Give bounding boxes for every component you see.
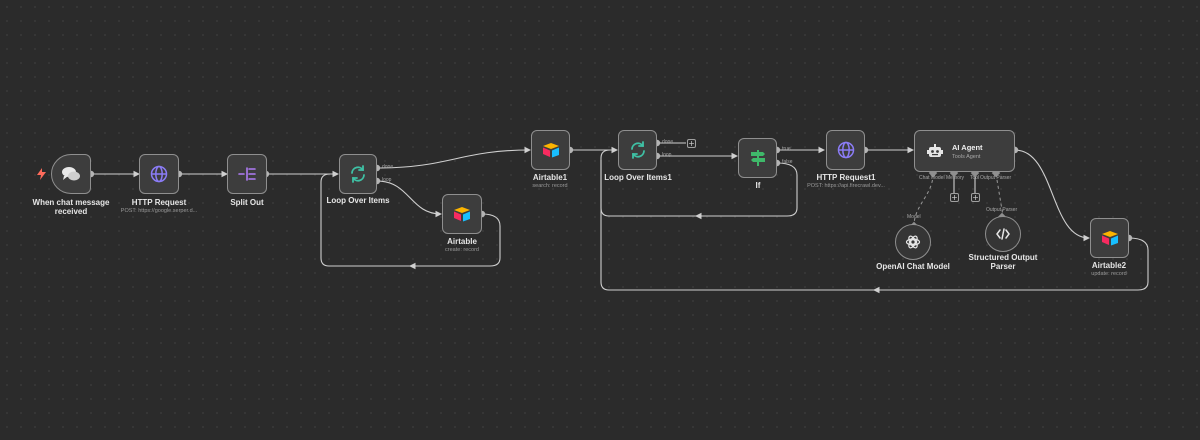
airtable2-title: Airtable2 bbox=[1091, 261, 1127, 270]
split-out-icon bbox=[238, 167, 256, 181]
loop-over-items-title: Loop Over Items bbox=[326, 196, 390, 205]
globe-icon bbox=[837, 141, 854, 159]
loop1-loop-port-label: loop bbox=[662, 152, 672, 158]
ai-agent-title: AI Agent bbox=[952, 142, 983, 152]
agent-tool-port-label: Tool bbox=[970, 175, 980, 181]
http-request-title: HTTP Request bbox=[131, 198, 187, 207]
loop-over-items1-node[interactable] bbox=[618, 130, 657, 170]
structured-output-parser-title-line2: Parser bbox=[990, 262, 1016, 271]
loop-done-port-label: done bbox=[382, 164, 394, 170]
chat-trigger-node[interactable] bbox=[51, 154, 91, 194]
signpost-icon bbox=[750, 150, 765, 166]
airtable-subtitle: create: record bbox=[445, 247, 479, 253]
openai-chat-model-title: OpenAI Chat Model bbox=[876, 262, 950, 271]
structured-output-parser-node[interactable] bbox=[985, 216, 1021, 252]
refresh-loop-icon bbox=[630, 141, 645, 159]
refresh-loop-icon bbox=[351, 165, 365, 183]
http-request1-title: HTTP Request1 bbox=[816, 173, 876, 182]
parser-output-port-label: Output Parser bbox=[986, 207, 1018, 213]
if-false-port-label: false bbox=[782, 159, 793, 165]
loop-over-items-node[interactable] bbox=[339, 154, 377, 194]
airtable2-node[interactable] bbox=[1090, 218, 1129, 258]
add-memory-button[interactable]: + bbox=[950, 193, 959, 202]
chat-bubbles-icon bbox=[62, 167, 80, 181]
airtable1-title: Airtable1 bbox=[532, 173, 568, 182]
chat-trigger-title-line2: received bbox=[54, 207, 88, 216]
loop-loop-port-label: loop bbox=[382, 177, 392, 183]
globe-icon bbox=[150, 165, 168, 183]
ai-agent-node[interactable]: AI Agent Tools Agent bbox=[914, 130, 1015, 172]
airtable2-subtitle: update: record bbox=[1091, 271, 1127, 277]
airtable-title: Airtable bbox=[447, 237, 477, 246]
http-request1-node[interactable] bbox=[826, 130, 865, 170]
robot-icon bbox=[927, 144, 943, 157]
add-tool-button[interactable]: + bbox=[971, 193, 980, 202]
if-title: If bbox=[755, 181, 761, 190]
http-request-subtitle: POST: https://google.serper.d... bbox=[120, 208, 198, 214]
agent-output-parser-port-label: Output Parser bbox=[980, 175, 1012, 181]
loop1-done-port-label: done bbox=[662, 139, 674, 145]
split-out-title: Split Out bbox=[230, 198, 264, 207]
openai-model-port-label: Model bbox=[907, 214, 921, 220]
edge-airtable2-return bbox=[600, 160, 1149, 291]
airtable-icon bbox=[1101, 231, 1118, 246]
edge-parser-agent bbox=[995, 173, 1004, 217]
if-true-port-label: true bbox=[782, 146, 791, 152]
http-request1-subtitle: POST: https://api.firecrawl.dev... bbox=[807, 183, 885, 189]
openai-icon bbox=[905, 235, 921, 249]
lightning-icon bbox=[37, 168, 46, 180]
ai-agent-subtitle: Tools Agent bbox=[952, 153, 981, 160]
http-request-node[interactable] bbox=[139, 154, 179, 194]
airtable1-subtitle: search: record bbox=[532, 183, 568, 189]
loop-over-items1-title: Loop Over Items1 bbox=[604, 173, 672, 182]
edge-loop-done-airtable1 bbox=[376, 146, 532, 169]
edge-agent-airtable2 bbox=[1014, 149, 1091, 242]
airtable-node[interactable] bbox=[442, 194, 482, 234]
airtable-icon bbox=[454, 207, 470, 222]
split-out-node[interactable] bbox=[227, 154, 267, 194]
if-node[interactable] bbox=[738, 138, 777, 178]
agent-memory-port-label: Memory bbox=[946, 175, 965, 181]
airtable1-node[interactable] bbox=[531, 130, 570, 170]
code-brackets-icon bbox=[996, 228, 1010, 240]
structured-output-parser-title-line1: Structured Output bbox=[968, 253, 1038, 262]
airtable-icon bbox=[542, 143, 559, 158]
edge-loop-loop-airtable bbox=[376, 180, 443, 218]
chat-trigger-title-line1: When chat message bbox=[32, 198, 110, 207]
add-node-button[interactable]: + bbox=[687, 139, 696, 148]
agent-chat-model-port-label: Chat Model bbox=[919, 175, 945, 181]
openai-chat-model-node[interactable] bbox=[895, 224, 931, 260]
